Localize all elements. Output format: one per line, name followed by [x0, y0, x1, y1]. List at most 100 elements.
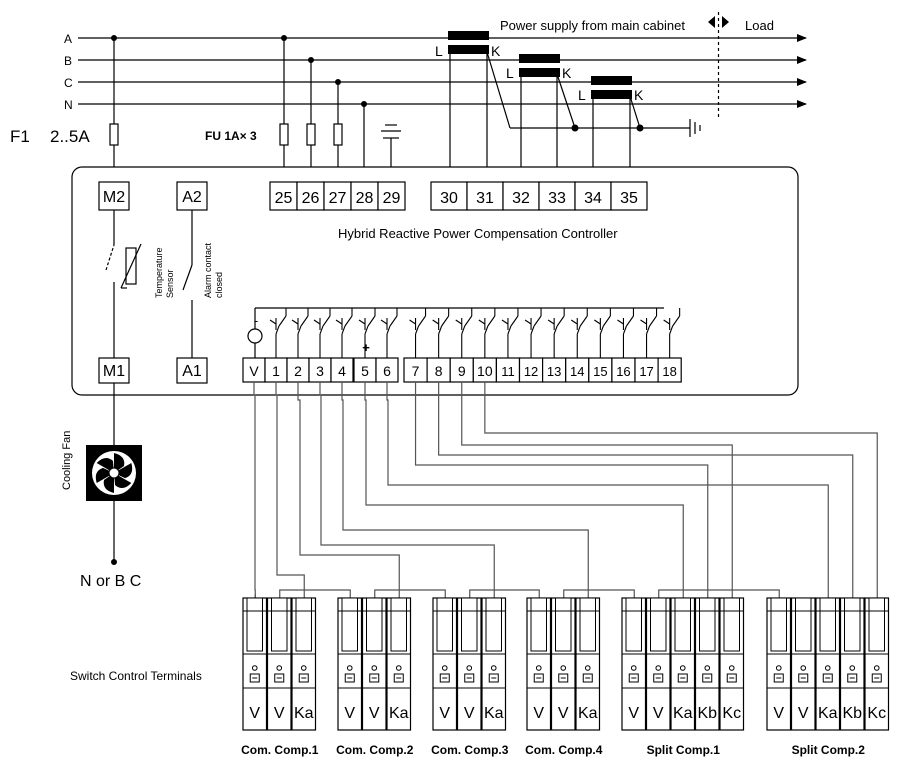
- load-label: Load: [745, 18, 774, 33]
- phase-label-a: A: [64, 32, 72, 46]
- switch-module[interactable]: V: [621, 597, 647, 731]
- terminal-27[interactable]: 27: [323, 181, 352, 211]
- switch-module[interactable]: V: [550, 597, 576, 731]
- terminal-a2[interactable]: A2: [176, 181, 208, 211]
- switch-module[interactable]: V: [766, 597, 792, 731]
- module-label: V: [533, 705, 544, 722]
- terminal-25[interactable]: 25: [269, 181, 298, 211]
- switch-module[interactable]: Kc: [864, 597, 890, 731]
- terminal-bottom-11[interactable]: 11: [495, 357, 521, 383]
- switch-module[interactable]: V: [266, 597, 292, 731]
- terminal-bottom-13[interactable]: 13: [541, 357, 567, 383]
- terminal-bottom-14[interactable]: 14: [565, 357, 590, 383]
- switch-module[interactable]: V: [337, 597, 363, 731]
- terminal-bottom-18-label: 18: [662, 364, 676, 379]
- terminal-bottom-V-label: V: [249, 363, 259, 379]
- switch-module[interactable]: V: [242, 597, 268, 731]
- terminal-bottom-16[interactable]: 16: [611, 357, 636, 383]
- terminal-bottom-1-label: 1: [272, 363, 280, 379]
- terminal-bottom-18[interactable]: 18: [657, 357, 682, 383]
- terminal-bottom-8-label: 8: [435, 363, 443, 379]
- switch-module[interactable]: V: [432, 597, 458, 731]
- terminal-bottom-1[interactable]: 1: [264, 357, 288, 383]
- terminal-bottom-12[interactable]: 12: [518, 357, 544, 383]
- terminal-screw-icon: [439, 665, 450, 683]
- terminal-28[interactable]: 28: [350, 181, 379, 211]
- terminal-m2[interactable]: M2: [98, 181, 130, 211]
- terminal-33-label: 33: [548, 190, 566, 207]
- module-label: V: [798, 705, 809, 722]
- module-label: V: [369, 705, 380, 722]
- terminal-bottom-17[interactable]: 17: [634, 357, 659, 383]
- switch-module[interactable]: Ka: [386, 597, 412, 731]
- terminal-34[interactable]: 34: [574, 181, 612, 211]
- switch-module[interactable]: Ka: [481, 597, 507, 731]
- terminal-32[interactable]: 32: [502, 181, 540, 211]
- module-label: V: [773, 705, 784, 722]
- f1-rating: 2..5A: [50, 127, 90, 146]
- switch-module[interactable]: V: [645, 597, 671, 731]
- power-supply-label: Power supply from main cabinet: [500, 18, 685, 33]
- terminal-bottom-13-label: 13: [547, 364, 561, 379]
- terminal-bottom-V[interactable]: V: [242, 357, 266, 383]
- switch-group-name: Split Comp.1: [647, 743, 721, 757]
- terminal-31[interactable]: 31: [466, 181, 504, 211]
- terminal-bottom-5[interactable]: 5: [353, 357, 377, 383]
- switch-module[interactable]: Ka: [575, 597, 601, 731]
- module-label: Ka: [818, 705, 838, 722]
- switch-module[interactable]: Kb: [839, 597, 865, 731]
- terminal-screw-icon: [702, 665, 713, 683]
- terminal-bottom-15[interactable]: 15: [588, 357, 613, 383]
- switch-group-name: Com. Comp.1: [241, 743, 319, 757]
- terminal-bottom-10[interactable]: 10: [472, 357, 497, 383]
- terminal-bottom-6[interactable]: 6: [375, 357, 399, 383]
- ct1-k-label: K: [491, 43, 501, 59]
- controller-box: [71, 166, 799, 396]
- transistor-switch-2: [291, 308, 309, 358]
- switch-module[interactable]: V: [361, 597, 387, 731]
- terminal-bottom-3[interactable]: 3: [308, 357, 332, 383]
- switch-module[interactable]: Kc: [719, 597, 745, 731]
- terminal-33[interactable]: 33: [538, 181, 576, 211]
- fu-label: FU 1A× 3: [205, 129, 257, 143]
- terminal-bottom-2-label: 2: [294, 363, 302, 379]
- terminal-30[interactable]: 30: [430, 181, 468, 211]
- terminal-26[interactable]: 26: [296, 181, 325, 211]
- module-label: Ka: [389, 705, 409, 722]
- switch-module[interactable]: V: [526, 597, 552, 731]
- controller-title: Hybrid Reactive Power Compensation Contr…: [338, 226, 618, 241]
- switch-module[interactable]: V: [790, 597, 816, 731]
- neutral-label: N or B C: [80, 573, 141, 590]
- terminal-35[interactable]: 35: [610, 181, 648, 211]
- terminal-a1[interactable]: A1: [176, 357, 208, 384]
- switch-module[interactable]: Ka: [670, 597, 696, 731]
- terminal-bottom-7[interactable]: 7: [403, 357, 428, 383]
- junction-dots: [111, 35, 367, 107]
- common-indicator-icon: [247, 328, 263, 344]
- terminal-bottom-4[interactable]: 4: [330, 357, 354, 383]
- module-label: Kb: [842, 705, 862, 722]
- terminal-screw-icon: [298, 665, 309, 683]
- terminal-bottom-2[interactable]: 2: [286, 357, 310, 383]
- terminal-screw-icon: [488, 665, 499, 683]
- transistor-switch-15: [594, 308, 611, 358]
- switch-module[interactable]: V: [456, 597, 482, 731]
- switch-group-name: Split Comp.2: [792, 743, 866, 757]
- switch-module[interactable]: Ka: [815, 597, 841, 731]
- switch-module[interactable]: Kb: [694, 597, 720, 731]
- terminal-bottom-8[interactable]: 8: [426, 357, 451, 383]
- phase-label-c: C: [64, 76, 73, 90]
- terminal-29[interactable]: 29: [377, 181, 406, 211]
- terminal-m1[interactable]: M1: [98, 357, 130, 384]
- control-wires: [253, 382, 878, 598]
- terminal-35-label: 35: [620, 190, 638, 207]
- module-label: V: [274, 705, 285, 722]
- terminal-screw-icon: [726, 665, 737, 683]
- minus-sign: -: [254, 313, 258, 328]
- module-label: Ka: [484, 705, 504, 722]
- terminal-screw-icon: [798, 665, 809, 683]
- switch-module[interactable]: Ka: [291, 597, 317, 731]
- terminal-bottom-9[interactable]: 9: [449, 357, 474, 383]
- terminal-screw-icon: [249, 665, 260, 683]
